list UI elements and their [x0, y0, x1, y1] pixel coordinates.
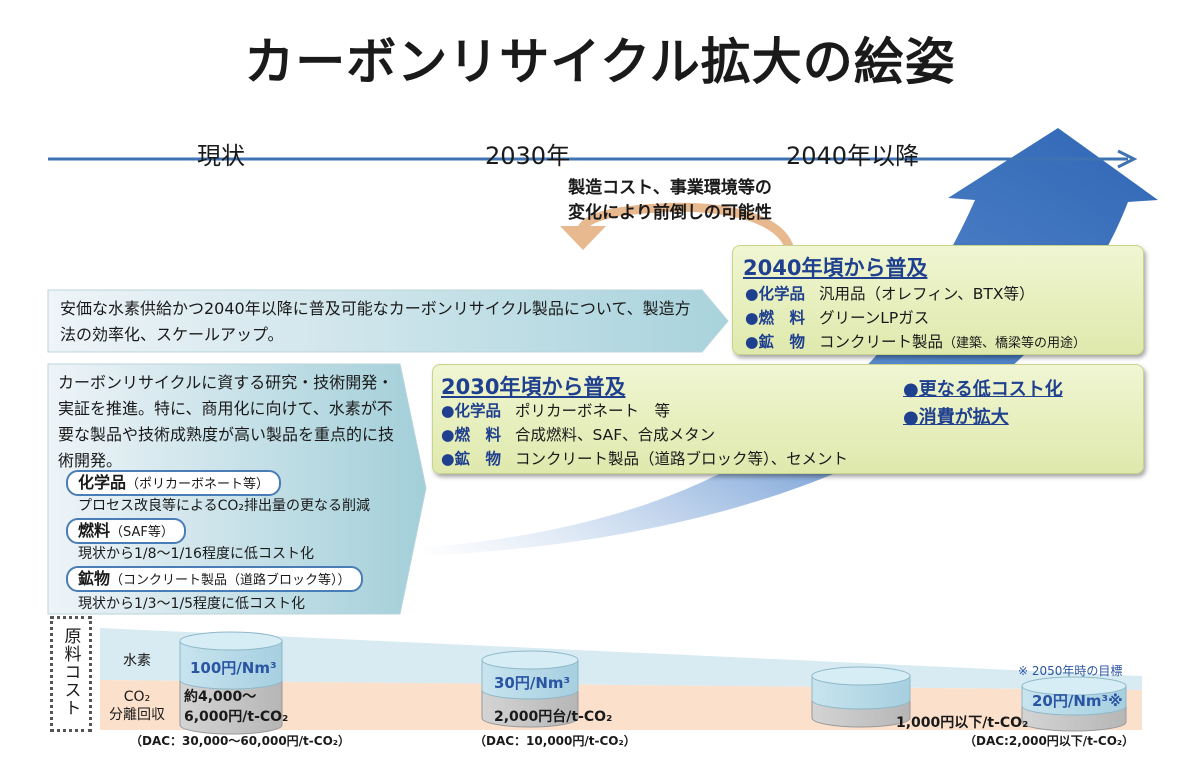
dac-cost-2050: （DAC:2,000円以下/t-CO₂） [964, 734, 1135, 748]
co2-cost-2030: 2,000円台/t-CO₂ [494, 709, 613, 725]
raw-material-cost-label-box: 原料コスト [50, 616, 92, 732]
pill-chemicals-desc: プロセス改良等によるCO₂排出量の更なる削減 [78, 498, 370, 514]
panel-2030-row: ●鉱 物コンクリート製品（道路ブロック等）、セメント [441, 450, 848, 468]
further-cost-reduction: ●更なる低コスト化 [903, 379, 1063, 400]
cylinder-2050 [1021, 676, 1127, 732]
banner-text: 安価な水素供給かつ2040年以降に普及可能なカーボンリサイクル製品について、製造… [60, 299, 691, 344]
cylinder-2040 [811, 666, 911, 728]
era-2040: 2040年以降 [786, 142, 920, 170]
banner-shape [47, 289, 729, 353]
timeline-arrowhead-icon [1117, 149, 1138, 169]
era-current: 現状 [197, 142, 245, 170]
target-2050-note: ※ 2050年時の目標 [1018, 664, 1123, 678]
co2-cost-current: 約4,000～ 6,000円/t-CO₂ [184, 689, 289, 725]
pill-fuel: 燃料（SAF等） [66, 518, 186, 544]
panel-2040-row: ●化学品汎用品（オレフィン、BTX等） [745, 285, 1035, 303]
hydrogen-cost-current: 100円/Nm³ [190, 659, 277, 677]
pill-minerals: 鉱物（コンクリート製品（道路ブロック等）） [66, 566, 363, 592]
panel-2030-heading: 2030年頃から普及 [441, 375, 626, 399]
pill-chemicals: 化学品（ポリカーボネート等） [66, 470, 282, 496]
cylinder-2030 [481, 650, 579, 728]
co2-label: CO₂ 分離回収 [109, 689, 165, 723]
hydrogen-label: 水素 [123, 653, 151, 669]
panel-2040-row: ●鉱 物コンクリート製品（建築、橋梁等の用途） [745, 333, 1087, 351]
hydrogen-cost-2030: 30円/Nm³ [494, 674, 571, 692]
cylinder-current [179, 631, 283, 735]
pill-minerals-desc: 現状から1/3～1/5程度に低コスト化 [78, 596, 306, 612]
dac-cost-2030: （DAC：10,000円/t-CO₂） [474, 734, 636, 748]
panel-2030-row: ●化学品ポリカーボネート 等 [441, 402, 671, 420]
consumption-expansion: ●消費が拡大 [903, 407, 1009, 428]
panel-2040-heading: 2040年頃から普及 [743, 256, 928, 280]
curved-arrow-icon [578, 202, 795, 252]
panel-2030-row: ●燃 料合成燃料、SAF、合成メタン [441, 426, 716, 444]
co2-cost-2040: 1,000円以下/t-CO₂ [896, 715, 1029, 731]
raw-material-cost-label: 原料コスト [60, 627, 81, 717]
growth-arrow-icon [420, 128, 1158, 556]
panel-2030: 2030年頃から普及 ●化学品ポリカーボネート 等 ●燃 料合成燃料、SAF、合… [432, 364, 1144, 474]
acceleration-callout: 製造コスト、事業環境等の 変化により前倒しの可能性 [568, 178, 772, 223]
dac-cost-current: （DAC：30,000～60,000円/t-CO₂） [130, 734, 351, 748]
pill-fuel-desc: 現状から1/8～1/16程度に低コスト化 [78, 546, 314, 562]
left-box-intro: カーボンリサイクルに資する研究・技術開発・実証を推進。特に、商用化に向けて、水素… [58, 373, 395, 470]
panel-2040: 2040年頃から普及 ●化学品汎用品（オレフィン、BTX等） ●燃 料グリーンL… [732, 245, 1144, 355]
era-2030: 2030年 [485, 142, 571, 170]
page-title: カーボンリサイクル拡大の絵姿 [244, 33, 956, 91]
hydrogen-cost-2050: 20円/Nm³※ [1032, 692, 1123, 710]
panel-2040-row: ●燃 料グリーンLPガス [745, 309, 930, 327]
